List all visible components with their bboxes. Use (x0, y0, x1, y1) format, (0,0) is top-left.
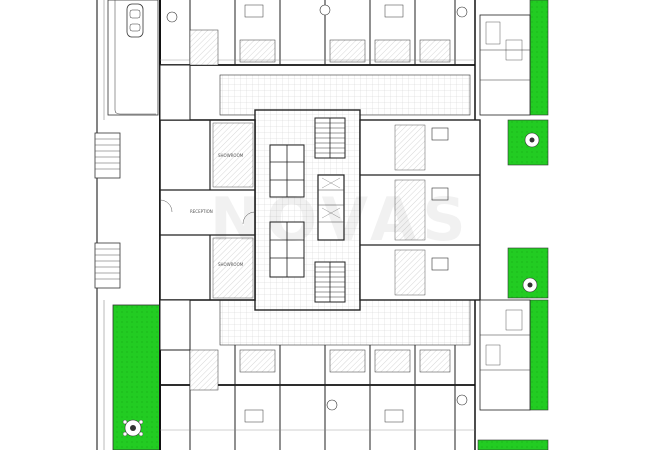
entrance-steps-upper (94, 132, 121, 179)
stair-icon (314, 117, 346, 159)
watermark-text: NOVAS (210, 185, 472, 255)
entrance-steps-lower (94, 242, 121, 289)
skylight-upper (269, 144, 305, 198)
room-label-showroom-1: SHOWROOM (218, 153, 244, 158)
car-icon (126, 3, 144, 38)
tree-icon (122, 419, 144, 437)
dining-table-icon-bottom (244, 394, 468, 423)
right-units-block (359, 119, 481, 301)
stair-icon-lower (314, 261, 346, 303)
room-label-showroom-2: SHOWROOM (218, 262, 244, 267)
right-gardens (477, 0, 549, 450)
bottom-units-row (160, 345, 475, 450)
central-lobby (219, 74, 471, 346)
top-units-row (160, 0, 475, 65)
tree-icon-right (522, 132, 540, 293)
showroom-block: SHOWROOM SHOWROOM RECEPTION (159, 119, 256, 301)
parking-area (107, 0, 159, 116)
left-service-cores (159, 29, 219, 391)
garden-lower-left (112, 304, 161, 450)
skylight-lower (269, 221, 305, 278)
dining-table-icon-top (166, 4, 468, 23)
elevator-icon (317, 174, 345, 241)
street-strip (94, 0, 121, 450)
dining-table-icon (431, 127, 449, 271)
room-label-showroom-3: RECEPTION (190, 209, 213, 214)
